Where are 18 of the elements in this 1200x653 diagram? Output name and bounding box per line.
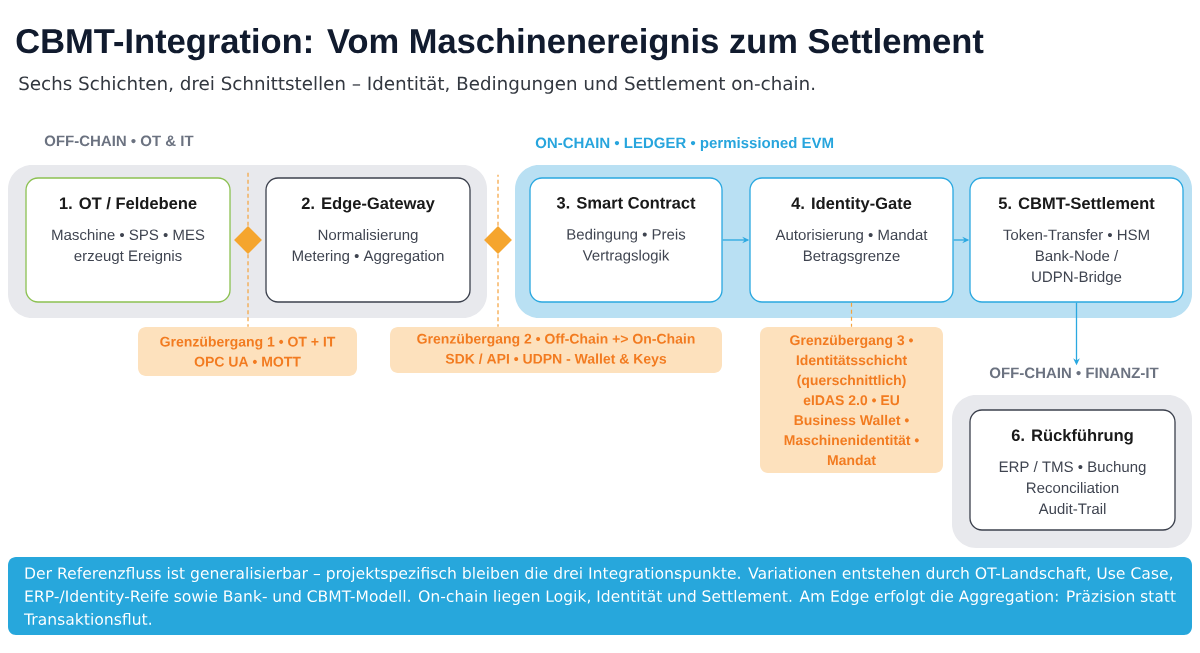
- process-box: 3. Smart Contract Bedingung • Preis Vertragslogik: [529, 177, 723, 303]
- dashed-line: [247, 253, 249, 328]
- zone-heading: ON-CHAIN • LEDGER • permissioned EVM: [535, 137, 834, 152]
- note-banner: Der Referenzfluss ist generalisierbar – projektspezifisch bleiben die drei Integrationspunkte. Variationen entstehen durch OT-Landschaft, Use Case, ERP-/Identity-Reife sowie Bank- und CBMT-Modell. On-chain liegen Logik, Identität und Settlement. Am Edge erfolgt die Aggregation: Präzision statt Transaktionsflut.: [8, 557, 1192, 635]
- process-box: 5. CBMT-Settlement Token-Transfer • HSM Bank-Node / UDPN-Bridge: [969, 177, 1184, 303]
- dashed-line: [850, 302, 853, 328]
- callout-box: Grenzübergang 3 • Identitätsschicht (querschnittlich) eIDAS 2.0 • EU Business Wallet • Maschinenidentität • Mandat: [760, 327, 943, 473]
- callout-box: Grenzübergang 1 • OT + IT OPC UA • MOTT: [138, 327, 357, 376]
- callout-box: Grenzübergang 2 • Off-Chain +> On-Chain SDK / API • UDPN - Wallet & Keys: [390, 327, 722, 373]
- process-box: 6. Rückführung ERP / TMS • Buchung Reconciliation Audit-Trail: [969, 409, 1176, 531]
- dashed-line: [497, 253, 499, 328]
- process-box: 1. OT / Feldebene Maschine • SPS • MES erzeugt Ereignis: [25, 177, 231, 303]
- subtitle: Sechs Schichten, drei Schnittstellen – Identität, Bedingungen und Settlement on-chain.: [19, 76, 815, 94]
- process-box: 2. Edge-Gateway Normalisierung Metering • Aggregation: [265, 177, 471, 303]
- zone-heading: OFF-CHAIN • OT & IT: [44, 135, 194, 147]
- title: CBMT-Integration: Vom Maschinenereignis zum Settlement: [16, 28, 984, 61]
- process-box: 4. Identity-Gate Autorisierung • Mandat Betragsgrenze: [749, 177, 954, 303]
- zone-heading: OFF-CHAIN • FINANZ-IT: [989, 367, 1159, 379]
